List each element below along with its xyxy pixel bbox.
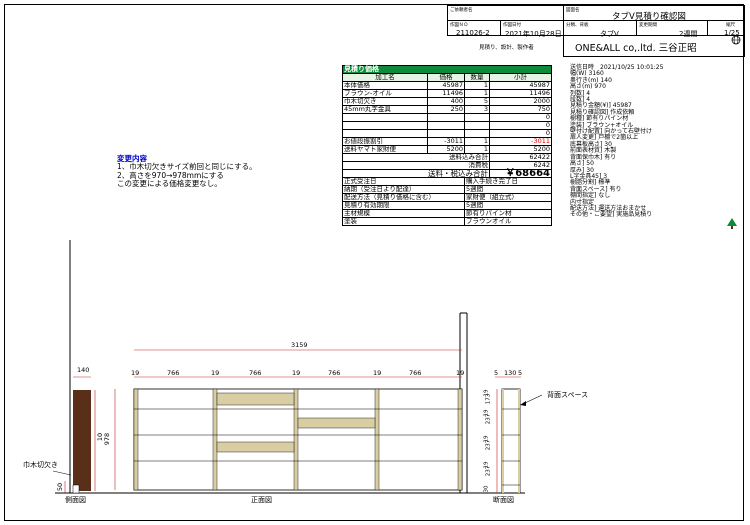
section-dim: 237: [485, 413, 492, 425]
spec-line: L字金具45] 3: [570, 172, 608, 180]
section-view-label: 断面図: [493, 496, 514, 504]
front-view-label: 正面図: [251, 496, 272, 504]
spec-line: 壁付け配置] 向かって右壁付け: [570, 128, 652, 136]
title-block: ご依頼者名 図面名 タブV見積り確認図 作図ＮＯ 211026-2 作図日付 2…: [447, 5, 745, 57]
change-line: この変更による価格変更なし。: [117, 179, 222, 189]
change-line: 2、高さを970→978mmにする: [117, 170, 224, 180]
tree-logo-icon: [727, 218, 737, 229]
spec-line: 樹脂分割] 標準: [570, 179, 611, 187]
change-notes: 変更内容 1、巾木切欠きサイズ前回と同じにする。 2、高さを970→978mmに…: [117, 154, 257, 189]
spec-line: 塗装] ブラウン+オイル: [570, 121, 634, 129]
spec-line: 送信日時 2021/10/25 10:01:25: [570, 64, 664, 71]
spec-line: 扉人変更] 戸棚で2箇以上: [570, 134, 639, 142]
info-value: ブラウンオイル: [464, 217, 552, 226]
spec-line: 前面表材質] 木製: [570, 147, 617, 155]
spec-line: 配送方法] 運送方法おまかせ: [570, 204, 647, 212]
section-view: [501, 388, 521, 494]
spec-line: 段数] 4: [570, 96, 591, 104]
front-view-cabinet: [133, 388, 463, 491]
section-dim: 237: [485, 439, 492, 451]
scale-cell: 縮尺 1/25: [707, 20, 745, 37]
spec-line: 背面保巾木] 有り: [570, 153, 617, 161]
section-dim: 30: [483, 485, 490, 493]
kick-label: 巾木切欠き: [23, 461, 58, 469]
spec-line: 樹種] 節有りパイン材: [570, 115, 629, 123]
side-view-label: 側面図: [65, 496, 86, 504]
change-title: 変更内容: [117, 154, 147, 163]
kick-leader: [52, 470, 72, 476]
drawing-title: タブV見積り確認図: [612, 12, 686, 22]
spec-line: 奥行き(m) 140: [570, 76, 612, 84]
spec-line: 厚み] 30: [570, 166, 594, 174]
spec-line: その他・ご要望] 実施品見積り: [570, 211, 653, 219]
overall-width: 3159: [291, 341, 308, 349]
spec-line: 底幕板高さ] 30: [570, 140, 612, 148]
spec-line: 見積り金額(¥)] 45987: [570, 102, 632, 110]
spec-line: 背面スペース] 有り: [570, 185, 622, 193]
change-line: 1、巾木切欠きサイズ前回と同じにする。: [117, 162, 257, 172]
back-space-leader: [524, 394, 543, 404]
furniture-drawing: [52, 240, 543, 494]
spec-line: 列数] 4: [570, 89, 591, 97]
globe-icon: [731, 35, 741, 45]
tan-shelf-2: [297, 417, 376, 429]
drawing-date: 2021年10月28日: [505, 30, 562, 38]
spec-line: 内寸指定: [570, 198, 595, 206]
front-height: 978: [103, 432, 112, 446]
spec-line: 幅(W) 3160: [570, 70, 604, 78]
section-dim: 237: [485, 465, 492, 477]
order-no: 211026-2: [456, 29, 490, 37]
section-dim: 173: [485, 393, 492, 405]
drawing-sheet: ご依頼者名 図面名 タブV見積り確認図 作図ＮＯ 211026-2 作図日付 2…: [4, 4, 745, 521]
maker-name: ONE&ALL co,.ltd. 三谷正昭: [575, 43, 697, 54]
info-row: 塗装ブラウンオイル: [342, 217, 552, 226]
side-panel: [73, 390, 91, 491]
tan-shelf-1: [216, 392, 295, 406]
back-space-label: 背面スペース: [547, 391, 589, 399]
spec-line: 棚間指定] なし: [570, 192, 611, 200]
spec-line: 高さ(m) 970: [570, 83, 606, 91]
kick-notch: [72, 484, 80, 494]
tan-shelf-3: [216, 441, 295, 453]
spec-line: 高さ] 50: [570, 160, 594, 168]
spec-line: 見積り確認図] 作成依頼: [570, 108, 635, 116]
